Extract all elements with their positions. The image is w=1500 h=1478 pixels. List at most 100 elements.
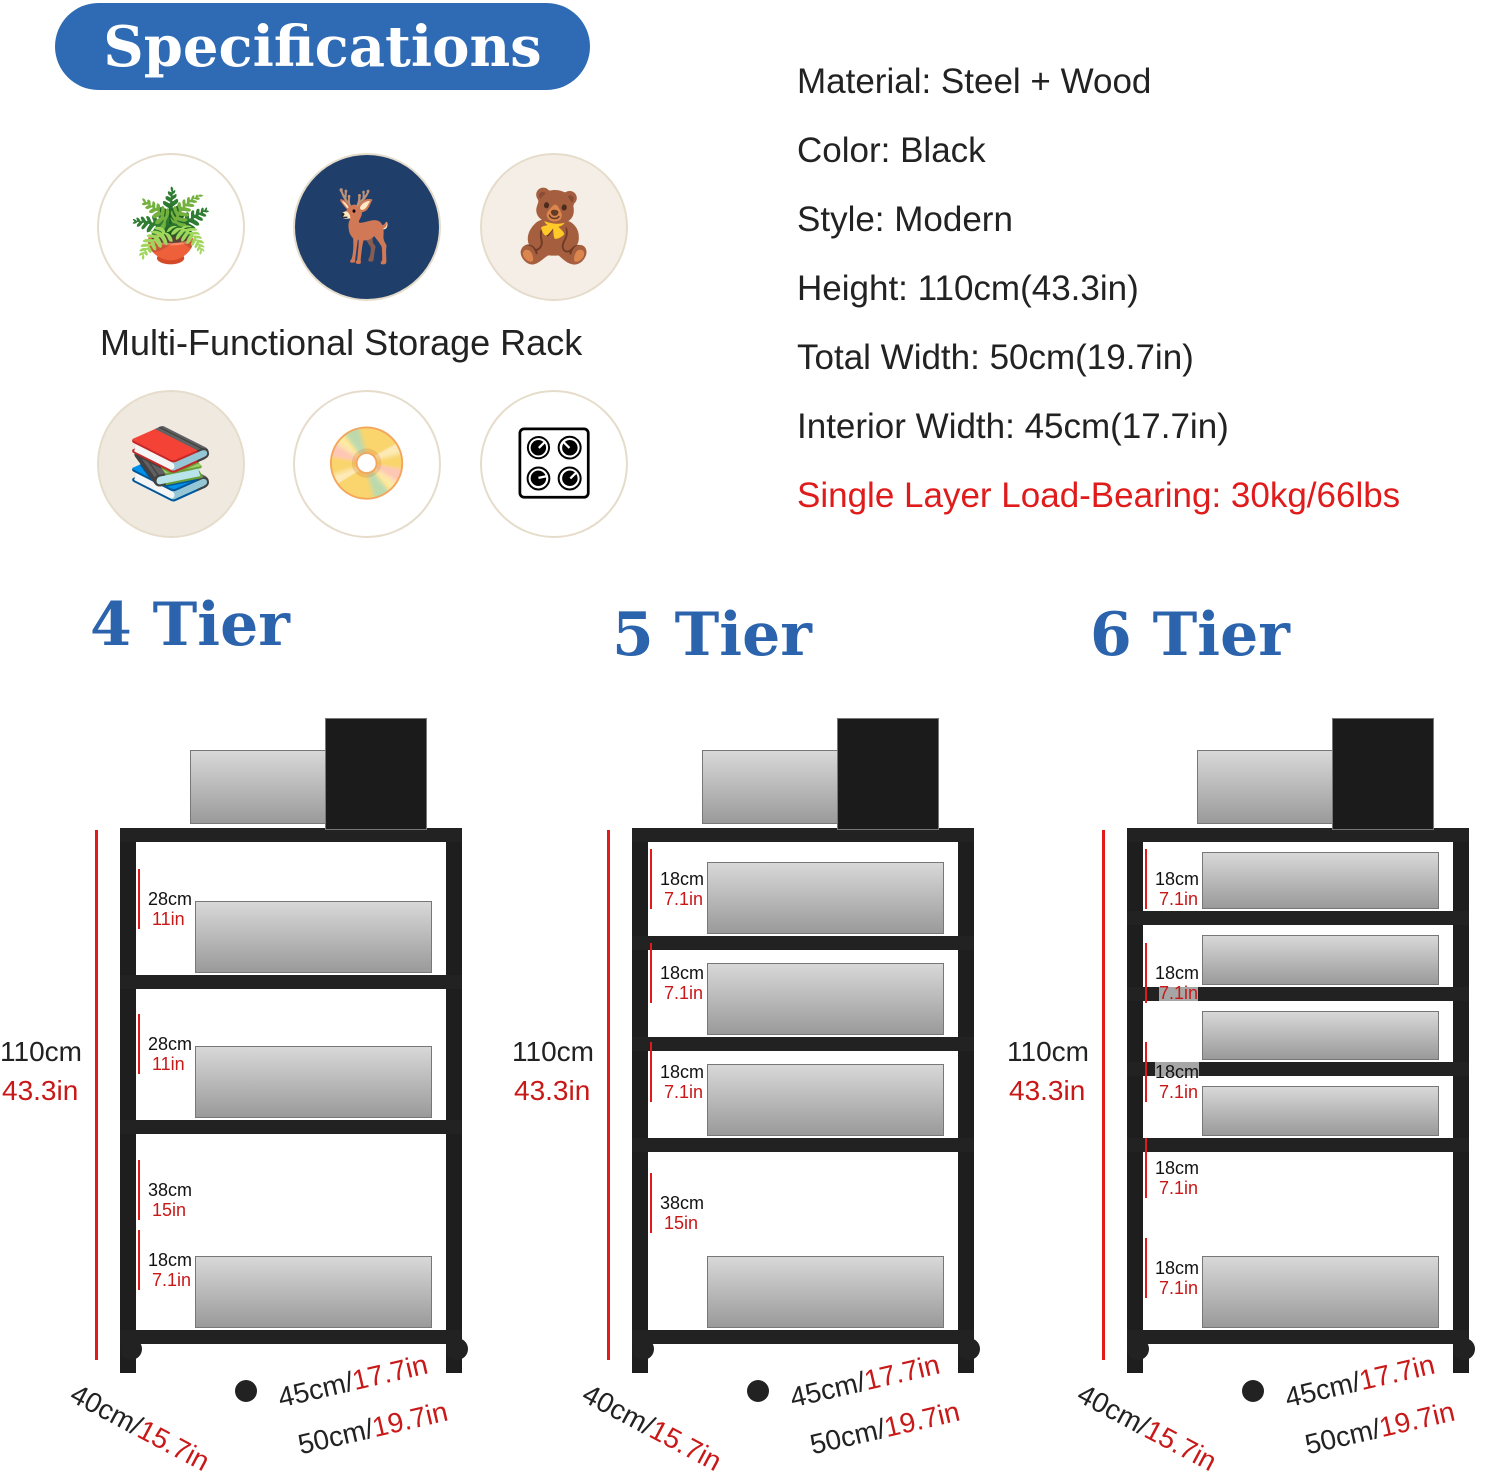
gap-cm: 18cm [660,1062,705,1082]
gap-arrow [1145,1238,1147,1298]
rack-post [120,828,136,1373]
rack-shelf [120,1330,462,1344]
gap-arrow [1145,1138,1147,1198]
plant-icon: 🪴 [97,153,245,301]
gap-in: 11in [152,909,185,929]
height-cm: 110cm [512,1036,594,1067]
gap-in: 7.1in [152,1270,192,1290]
height-cm: 110cm [1007,1036,1089,1067]
rack-post [632,828,648,1373]
spec-item: Single Layer Load-Bearing: 30kg/66lbs [797,476,1401,515]
rack-post [446,828,462,1373]
caster-wheel [747,1380,769,1402]
teddy-bear-icon: 🧸 [480,153,628,301]
gap-cm: 28cm [148,889,193,909]
depth-label: 40cm/15.7in [1072,1378,1221,1478]
rack-post [1453,828,1469,1373]
caster-wheel [235,1380,257,1402]
gap-in: 7.1in [664,1082,704,1102]
gap-arrow [1145,849,1147,909]
rack-shelf [1127,828,1469,842]
gap-cm: 18cm [1155,1158,1200,1178]
gap-cm: 28cm [148,1034,193,1054]
use-caption: Multi-Functional Storage Rack [100,322,583,363]
gap-cm: 18cm [1155,963,1200,983]
gap-cm: 18cm [1155,869,1200,889]
gap-arrow [650,849,652,909]
device [1202,935,1439,985]
inner-width-label-in: 17.7in [861,1348,943,1397]
rack-shelf [120,975,462,989]
inner-width-label-in: 17.7in [349,1348,431,1397]
device [195,1046,432,1118]
speaker [837,718,939,830]
height-cm: 110cm [0,1036,82,1067]
spec-item: Color: Black [797,131,986,170]
device [707,1256,944,1328]
total-width-label-cm: 50cm/ [807,1412,889,1461]
books-icon: 📚 [97,390,245,538]
caster-wheel [446,1338,468,1360]
height-in: 43.3in [1009,1075,1086,1106]
gap-in: 7.1in [1159,889,1199,909]
tier-title: 6 Tier [1090,600,1290,670]
page-title: Specifications [55,3,590,90]
gap-arrow [138,1230,140,1290]
rack-shelf [632,1138,974,1152]
total-width-label-in: 19.7in [1376,1395,1458,1444]
device [1202,1256,1439,1328]
gap-arrow [1145,943,1147,1003]
gap-in: 15in [664,1213,699,1233]
caster-wheel [1127,1338,1149,1360]
caster-wheel [1453,1338,1475,1360]
rack-shelf [1127,1330,1469,1344]
gap-cm: 18cm [148,1250,193,1270]
rack-shelf [120,1120,462,1134]
gap-arrow [650,943,652,1003]
height-in: 43.3in [2,1075,79,1106]
device [195,1256,432,1328]
caster-wheel [632,1338,654,1360]
caster-wheel [958,1338,980,1360]
gap-arrow [650,1042,652,1102]
caster-wheel [120,1338,142,1360]
rack-post [958,828,974,1373]
rack-shelf [632,1330,974,1344]
gap-cm: 38cm [148,1180,193,1200]
gap-arrow [138,869,140,929]
depth-label: 40cm/15.7in [577,1378,726,1478]
device [1202,1086,1439,1136]
device [1202,852,1439,909]
height-arrow [607,830,610,1360]
rack-shelf [632,936,974,950]
gap-in: 7.1in [1159,1178,1199,1198]
gap-cm: 18cm [1155,1258,1200,1278]
gap-in: 7.1in [664,983,704,1003]
depth-label: 40cm/15.7in [65,1378,214,1478]
gap-in: 7.1in [1159,983,1199,1003]
spec-item: Style: Modern [797,200,1013,239]
gap-in: 15in [152,1200,187,1220]
height-arrow [95,830,98,1360]
gap-cm: 18cm [660,963,705,983]
device [707,1064,944,1136]
caster-wheel [1242,1380,1264,1402]
cd-player-icon: 📀 [293,390,441,538]
depth-label-cm: 40cm/ [65,1378,148,1442]
gap-in: 7.1in [664,889,704,909]
spec-item: Interior Width: 45cm(17.7in) [797,407,1229,446]
gap-in: 7.1in [1159,1278,1199,1298]
gap-in: 7.1in [1159,1082,1199,1102]
inner-width-label-cm: 45cm/ [1282,1365,1364,1414]
rack-shelf [632,1037,974,1051]
gap-arrow [650,1173,652,1233]
gap-arrow [138,1014,140,1074]
inner-width-label-in: 17.7in [1356,1348,1438,1397]
speaker [1332,718,1434,830]
inner-width-label-cm: 45cm/ [275,1365,357,1414]
spec-item: Total Width: 50cm(19.7in) [797,338,1194,377]
device [1202,1011,1439,1060]
device [707,862,944,934]
gap-arrow [1145,1042,1147,1102]
spec-item: Material: Steel + Wood [797,62,1152,101]
